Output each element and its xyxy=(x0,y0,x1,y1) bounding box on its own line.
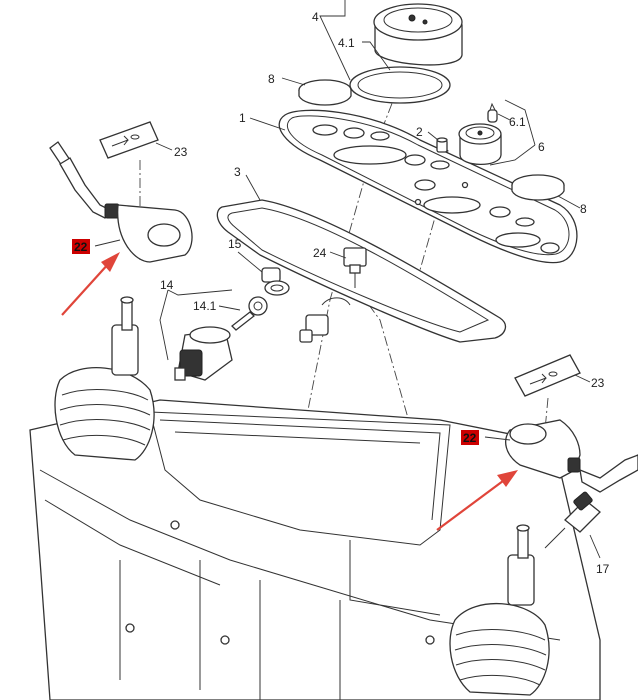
highlight-badge-22-right xyxy=(461,430,479,445)
gauge-6 xyxy=(458,123,502,165)
label-plate-23-left xyxy=(99,121,159,159)
callout-24: 24 xyxy=(313,246,327,260)
callout-8-right: 8 xyxy=(580,202,587,216)
leader-lines xyxy=(94,0,601,559)
callout-6-1: 6.1 xyxy=(509,115,526,129)
callout-4: 4 xyxy=(312,10,319,24)
callout-17: 17 xyxy=(596,562,610,576)
gasket-frame-3 xyxy=(216,199,507,343)
callout-15: 15 xyxy=(228,237,242,251)
left-grip-22 xyxy=(49,141,193,263)
right-joystick xyxy=(449,524,550,696)
ignition-switch-14 xyxy=(174,326,233,381)
callout-14-1: 14.1 xyxy=(193,299,217,313)
right-grip-22 xyxy=(505,419,638,493)
callout-22-right: 22 xyxy=(463,431,477,445)
callout-1: 1 xyxy=(239,111,246,125)
gasket-ring-4-1 xyxy=(349,66,451,104)
bulb-6-1 xyxy=(487,102,498,123)
ring-15 xyxy=(261,267,290,296)
callout-3: 3 xyxy=(234,165,241,179)
callout-8-top: 8 xyxy=(268,72,275,86)
wire-connector xyxy=(299,297,351,343)
label-plate-23-right xyxy=(514,354,581,397)
red-arrow-icon xyxy=(436,470,518,531)
callout-23-right: 23 xyxy=(591,376,605,390)
callout-4-1: 4.1 xyxy=(338,36,355,50)
callout-22-left: 22 xyxy=(74,240,88,254)
callout-2: 2 xyxy=(416,125,423,139)
gauge-4 xyxy=(373,3,463,66)
left-joystick xyxy=(54,296,155,461)
highlight-badge-22-left xyxy=(72,239,90,254)
cover-cap-8-right xyxy=(511,174,565,201)
callout-labels: 4 4.1 8 1 2 6.1 6 3 8 23 22 15 24 14 14.… xyxy=(72,10,610,576)
connector-17 xyxy=(544,491,601,549)
panel-plate-1 xyxy=(278,109,578,264)
callout-23-top: 23 xyxy=(174,145,188,159)
key-14-1 xyxy=(231,296,268,331)
screw-2 xyxy=(436,137,448,153)
red-arrow-icon xyxy=(61,252,120,316)
callout-14: 14 xyxy=(160,278,174,292)
callout-6: 6 xyxy=(538,140,545,154)
cover-cap-8-top xyxy=(298,79,352,106)
